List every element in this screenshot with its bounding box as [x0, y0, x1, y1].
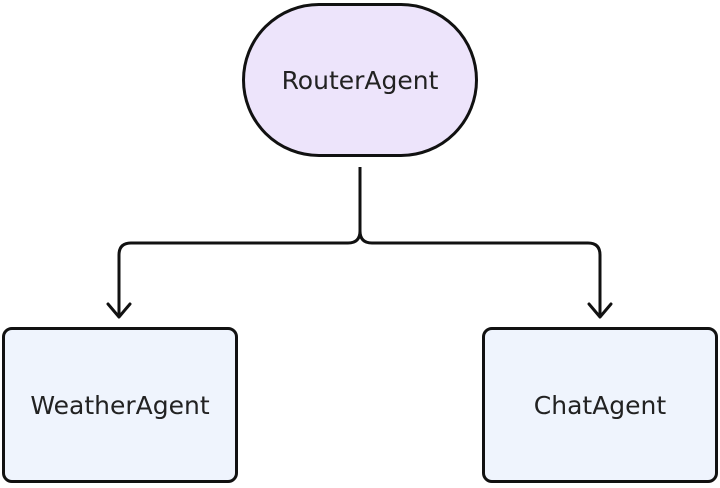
node-label: ChatAgent [533, 390, 667, 420]
node-router-agent[interactable]: RouterAgent [242, 3, 478, 157]
node-label: RouterAgent [281, 65, 439, 95]
edge-router-to-chat [358, 230, 602, 316]
arrowhead-weather [106, 302, 132, 319]
node-chat-agent[interactable]: ChatAgent [482, 327, 718, 483]
edge-router-to-weather [117, 167, 362, 316]
arrowhead-chat [587, 302, 613, 319]
node-label: WeatherAgent [30, 390, 210, 420]
node-weather-agent[interactable]: WeatherAgent [2, 327, 238, 483]
